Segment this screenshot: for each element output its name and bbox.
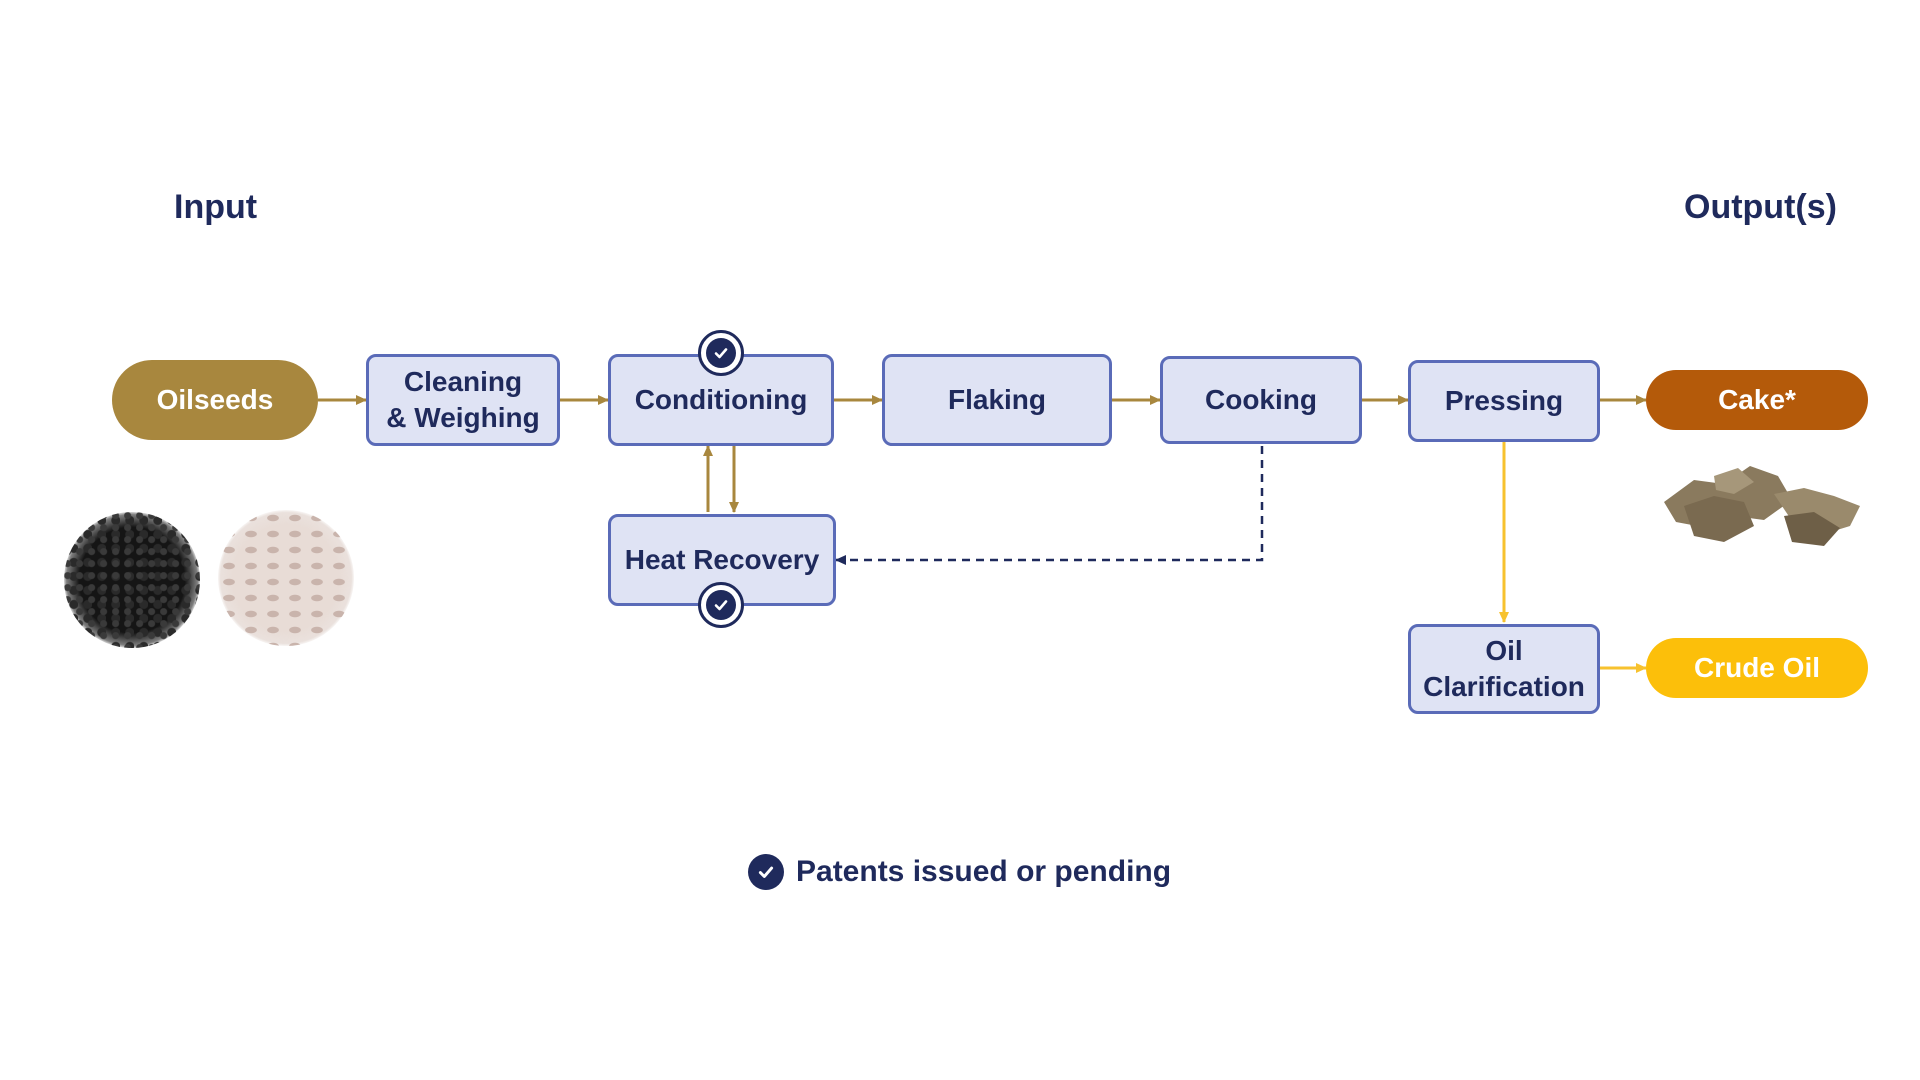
- cooking-step: Cooking: [1160, 356, 1362, 444]
- sunflower-kernels-image: [218, 510, 354, 646]
- flaking-step: Flaking: [882, 354, 1112, 446]
- cleaning-label-line2: & Weighing: [386, 402, 540, 433]
- input-heading: Input: [174, 188, 258, 226]
- conditioning-patent-check-icon: [698, 330, 744, 376]
- cleaning-weighing-step: Cleaning & Weighing: [366, 354, 560, 446]
- black-seeds-image: [64, 512, 200, 648]
- legend-label: Patents issued or pending: [796, 855, 1172, 888]
- cake-output-node: Cake*: [1646, 370, 1868, 430]
- output-heading: Output(s): [1684, 188, 1837, 226]
- oil-clarification-line2: Clarification: [1423, 671, 1585, 702]
- conditioning-step: Conditioning: [608, 354, 834, 446]
- heat-recovery-patent-check-icon: [698, 582, 744, 628]
- press-cake-image: [1664, 466, 1860, 546]
- oil-clarification-line1: Oil: [1485, 635, 1523, 666]
- arrow-cooking-to-heat-recovery: [835, 446, 1264, 565]
- check-badge-icon: [748, 854, 784, 890]
- oilseeds-node: Oilseeds: [112, 360, 318, 440]
- patent-legend: Patents issued or pending: [748, 852, 1171, 892]
- crude-oil-output-node: Crude Oil: [1646, 638, 1868, 698]
- heat-recovery-step: Heat Recovery: [608, 514, 836, 606]
- pressing-step: Pressing: [1408, 360, 1600, 442]
- cleaning-label-line1: Cleaning: [403, 366, 523, 397]
